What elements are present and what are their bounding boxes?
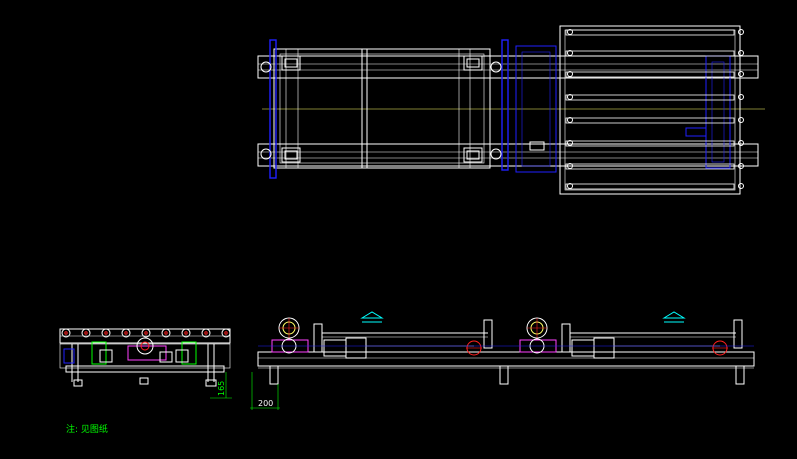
roller-bearing xyxy=(738,94,744,100)
roller-bearing xyxy=(567,117,573,123)
end-roller xyxy=(81,328,91,338)
end-roller-axle xyxy=(224,331,228,335)
plan-roller xyxy=(565,140,735,147)
plan-transfer-frame xyxy=(273,48,491,169)
plan-roller xyxy=(565,183,735,190)
side-base-beam xyxy=(257,351,755,367)
end-roller-axle xyxy=(64,331,68,335)
end-roller xyxy=(141,328,151,338)
end-rollers xyxy=(61,328,231,338)
side-elevation: 200 xyxy=(250,311,755,410)
end-roller xyxy=(61,328,71,338)
roller-bearing xyxy=(567,71,573,77)
roller-bearing xyxy=(738,163,744,169)
plan-roller-frame xyxy=(559,25,741,195)
roller-bearing xyxy=(567,183,573,189)
plan-view xyxy=(257,25,765,195)
roller-bearing xyxy=(738,50,744,56)
plan-roller xyxy=(565,117,735,124)
end-roller xyxy=(201,328,211,338)
height-dimension: 165 xyxy=(217,381,226,396)
end-roller xyxy=(221,328,231,338)
plan-roller xyxy=(565,50,735,57)
plan-rollers xyxy=(565,29,744,190)
end-elevation: 165 xyxy=(59,328,232,399)
roller-bearing xyxy=(738,140,744,146)
trolley-unit-2 xyxy=(519,311,743,359)
end-drive-wheel xyxy=(136,337,154,355)
end-roller xyxy=(121,328,131,338)
end-roller-axle xyxy=(184,331,188,335)
plan-roller xyxy=(565,29,735,36)
roller-bearing xyxy=(738,183,744,189)
roller-bearing xyxy=(738,71,744,77)
plan-roller xyxy=(565,163,735,170)
end-roller-axle xyxy=(124,331,128,335)
end-roller-axle xyxy=(104,331,108,335)
end-roller xyxy=(181,328,191,338)
roller-bearing xyxy=(567,29,573,35)
roller-bearing xyxy=(738,117,744,123)
roller-bearing xyxy=(567,163,573,169)
plan-mid-endplate xyxy=(501,39,509,171)
roller-bearing xyxy=(567,50,573,56)
end-roller-axle xyxy=(164,331,168,335)
end-roller-axle xyxy=(84,331,88,335)
roller-bearing xyxy=(738,29,744,35)
roller-bearing xyxy=(567,140,573,146)
trolley-unit-1 xyxy=(271,311,493,359)
roller-bearing xyxy=(567,94,573,100)
plan-left-endplate xyxy=(269,39,277,179)
end-roller xyxy=(161,328,171,338)
end-roller-axle xyxy=(204,331,208,335)
plan-roller xyxy=(565,71,735,78)
length-dimension: 200 xyxy=(258,399,273,408)
end-roller-axle xyxy=(144,331,148,335)
plan-drive-housing xyxy=(515,45,557,173)
plan-roller xyxy=(565,94,735,101)
end-drive-base xyxy=(127,345,167,361)
drawing-note: 注: 见图纸 xyxy=(66,423,108,435)
end-roller xyxy=(101,328,111,338)
